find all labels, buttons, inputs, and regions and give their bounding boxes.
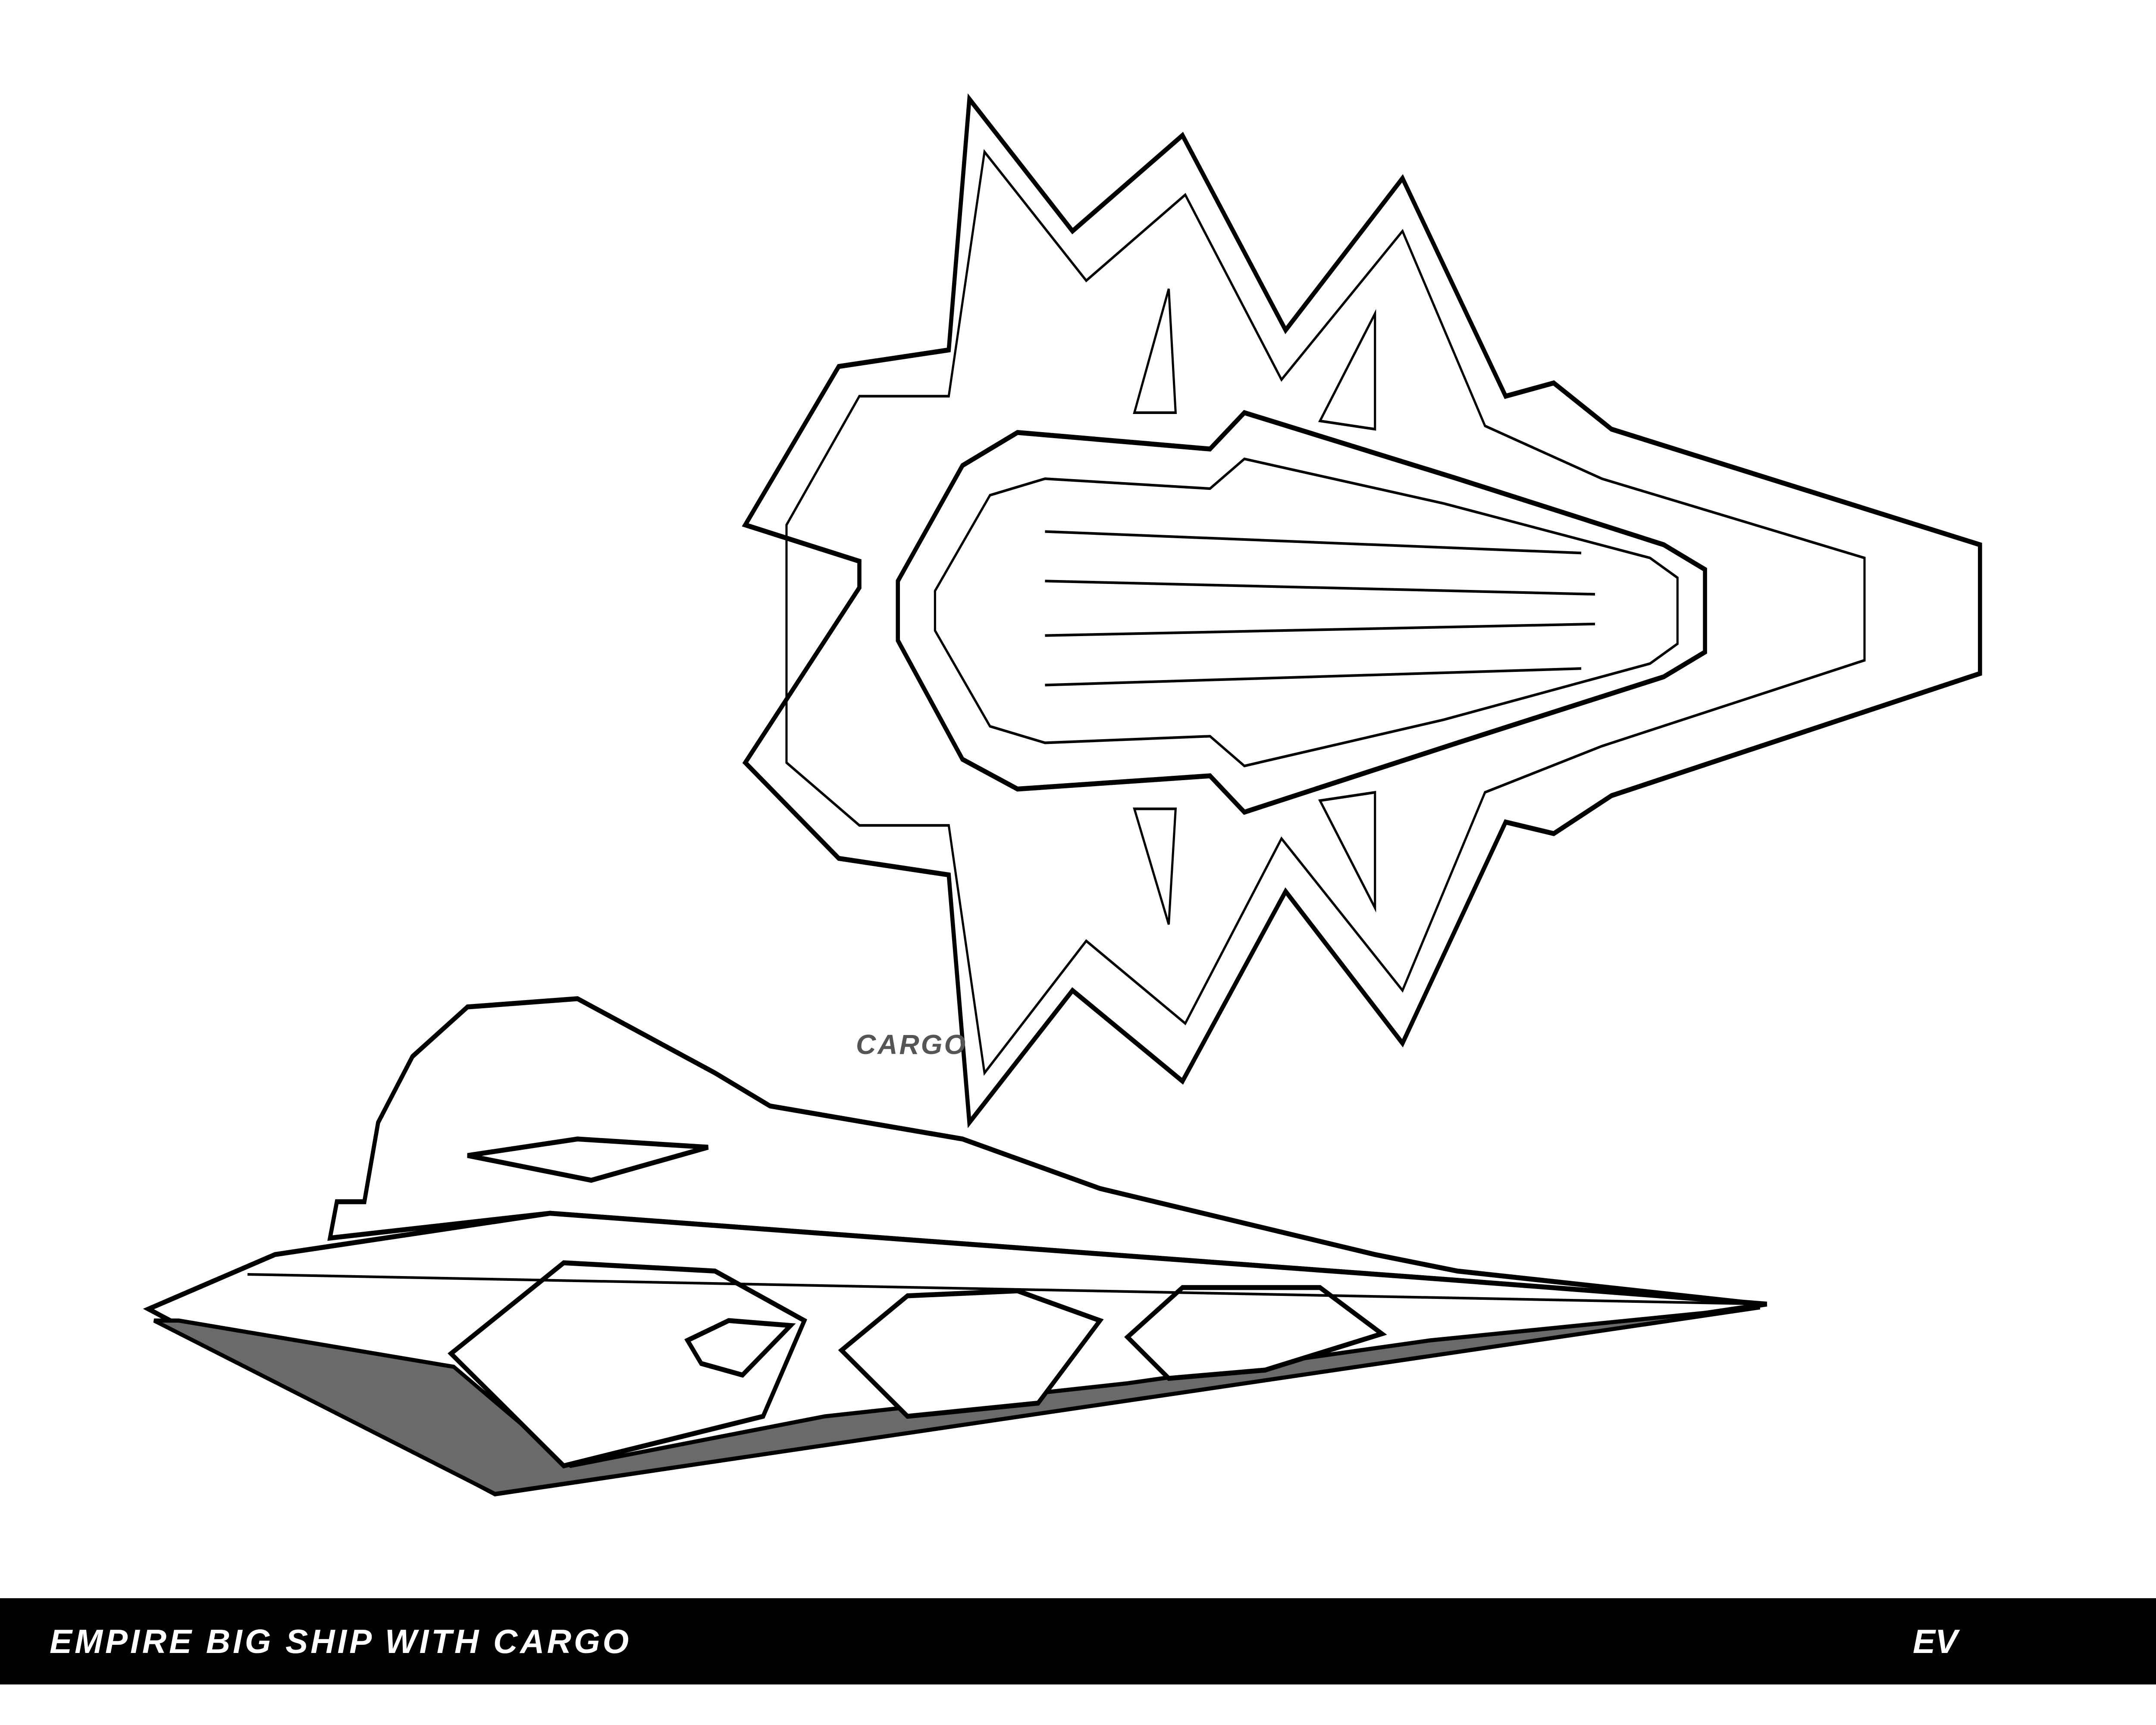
side-view-ship [143, 996, 1767, 1497]
caption-bar: EMPIRE BIG SHIP WITH CARGO EV [0, 1598, 2156, 1684]
artist-signature: EV [1912, 1622, 1958, 1660]
top-view-ship [742, 93, 1982, 1129]
cargo-label: CARGO [856, 1029, 968, 1060]
caption-title: EMPIRE BIG SHIP WITH CARGO [50, 1622, 632, 1660]
